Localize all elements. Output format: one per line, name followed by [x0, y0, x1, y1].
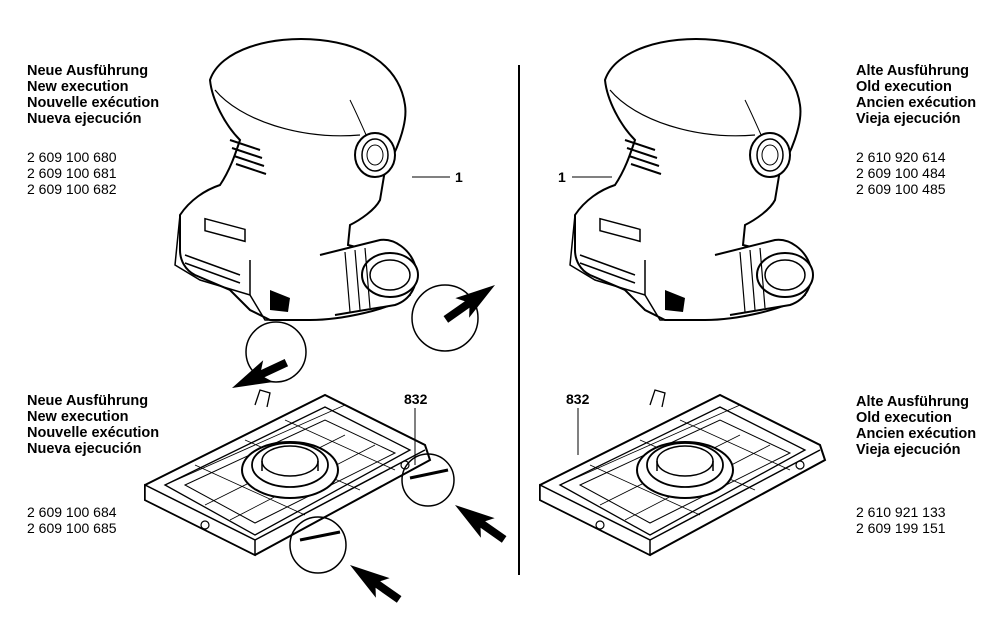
part-number: 2 609 100 681 — [27, 165, 117, 181]
part-number: 2 609 100 684 — [27, 504, 117, 520]
part-number: 2 610 921 133 — [856, 504, 946, 520]
part-number: 2 609 100 484 — [856, 165, 946, 181]
label-es: Nueva ejecución — [27, 441, 142, 457]
part-number: 2 609 100 680 — [27, 149, 117, 165]
detail-circle-tab — [289, 516, 347, 574]
sander-new-drawing — [174, 38, 419, 322]
label-de: Alte Ausführung — [856, 394, 970, 410]
callout-1-left: 1 — [455, 169, 463, 185]
part-numbers-old-plate: 2 610 921 133 2 609 199 151 — [856, 504, 946, 536]
base-plate-new-drawing — [144, 389, 431, 556]
label-fr: Ancien exécution — [856, 95, 977, 111]
new-execution-heading-tool: Neue Ausführung New execution Nouvelle e… — [27, 63, 159, 127]
label-en: New execution — [27, 409, 129, 425]
part-number: 2 609 100 682 — [27, 181, 117, 197]
part-numbers-old-tool: 2 610 920 614 2 609 100 484 2 609 100 48… — [856, 149, 946, 197]
label-fr: Nouvelle exécution — [27, 95, 160, 111]
callout-832-right: 832 — [566, 391, 590, 407]
old-execution-heading-plate: Alte Ausführung Old execution Ancien exé… — [856, 394, 976, 458]
label-es: Vieja ejecución — [856, 111, 961, 127]
old-execution-heading-tool: Alte Ausführung Old execution Ancien exé… — [856, 63, 976, 127]
label-fr: Nouvelle exécution — [27, 425, 160, 441]
label-de: Neue Ausführung — [27, 63, 149, 79]
arrow-icon — [343, 555, 407, 610]
label-es: Nueva ejecución — [27, 111, 142, 127]
label-fr: Ancien exécution — [856, 426, 977, 442]
detail-circle-base — [245, 321, 307, 383]
part-number: 2 610 920 614 — [856, 149, 946, 165]
part-number: 2 609 100 485 — [856, 181, 946, 197]
label-en: New execution — [27, 79, 129, 95]
detail-circle-tab — [401, 453, 455, 507]
sander-old-drawing — [569, 38, 814, 322]
part-numbers-new-plate: 2 609 100 684 2 609 100 685 — [27, 504, 117, 536]
label-es: Vieja ejecución — [856, 442, 961, 458]
callout-832-left: 832 — [404, 391, 428, 407]
part-number: 2 609 199 151 — [856, 520, 946, 536]
label-en: Old execution — [856, 79, 952, 95]
label-en: Old execution — [856, 410, 952, 426]
label-de: Neue Ausführung — [27, 393, 149, 409]
arrow-icon — [438, 275, 502, 330]
detail-circle-port — [411, 284, 479, 352]
part-numbers-new-tool: 2 609 100 680 2 609 100 681 2 609 100 68… — [27, 149, 117, 197]
base-plate-old-drawing — [539, 389, 826, 556]
label-de: Alte Ausführung — [856, 63, 970, 79]
new-execution-heading-plate: Neue Ausführung New execution Nouvelle e… — [27, 393, 159, 457]
part-number: 2 609 100 685 — [27, 520, 117, 536]
arrow-icon — [448, 495, 512, 550]
callout-1-right: 1 — [558, 169, 566, 185]
